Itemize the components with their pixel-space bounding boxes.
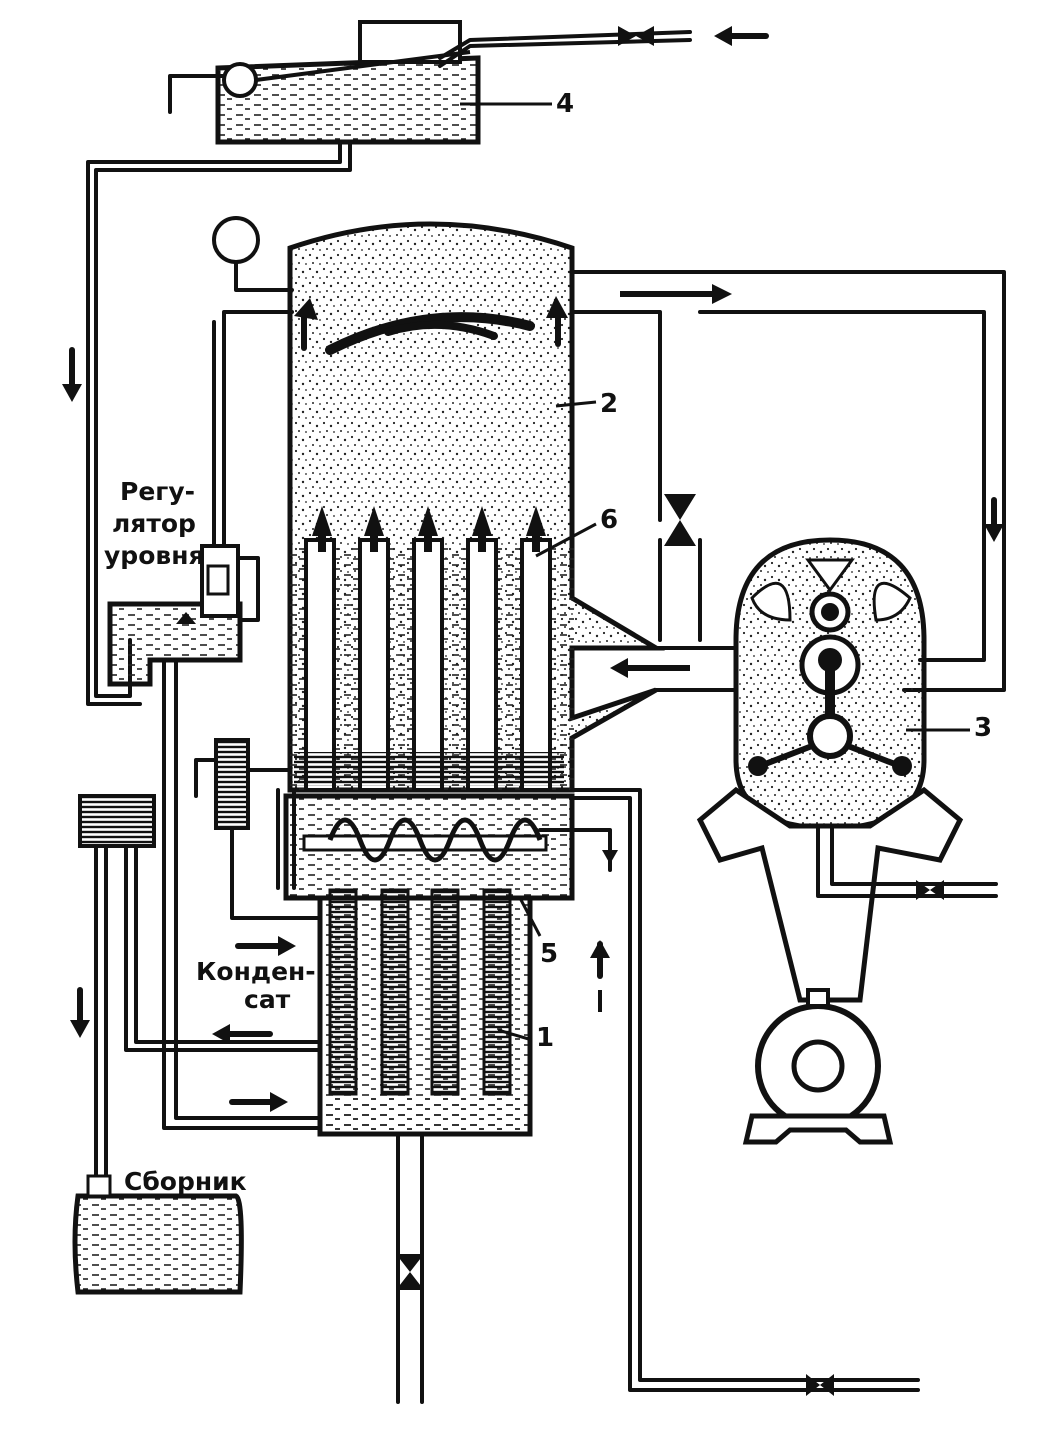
pressure-gauge — [212, 216, 260, 264]
level-regulator — [107, 544, 322, 1130]
vapor-lines — [570, 270, 1006, 692]
upper-tube-bundle — [286, 506, 576, 792]
regulator-label: Регу- лятор уровня — [104, 477, 205, 570]
label-feed-tank: 4 — [556, 89, 574, 119]
condensate-trap — [194, 738, 322, 1112]
label-heat-exchanger: 5 — [540, 939, 558, 969]
label-lower-bundle: 1 — [536, 1023, 554, 1053]
regulator-label-line3: уровня — [104, 541, 205, 570]
regulator-label-line1: Регу- — [120, 477, 195, 506]
label-compressor: 3 — [974, 713, 992, 743]
regulator-label-line2: лятор — [112, 509, 196, 538]
heat-exchanger — [283, 793, 618, 1012]
compressor — [696, 537, 998, 1003]
condensate-label: Конден- сат — [196, 957, 316, 1014]
label-upper-bundle: 6 — [600, 505, 618, 535]
feed-tank — [168, 20, 769, 145]
collector-label: Сборник — [124, 1167, 247, 1196]
collector — [70, 794, 322, 1295]
label-separator: 2 — [600, 389, 618, 419]
callout-labels: 4 2 6 3 5 1 — [460, 89, 992, 1053]
vapor-arrows — [312, 506, 546, 552]
condensate-label-line2: сат — [244, 985, 291, 1014]
condensate-label-line1: Конден- — [196, 957, 316, 986]
lower-tube-bundle — [317, 888, 533, 1404]
motor — [742, 988, 894, 1145]
bypass-valve — [664, 494, 696, 546]
